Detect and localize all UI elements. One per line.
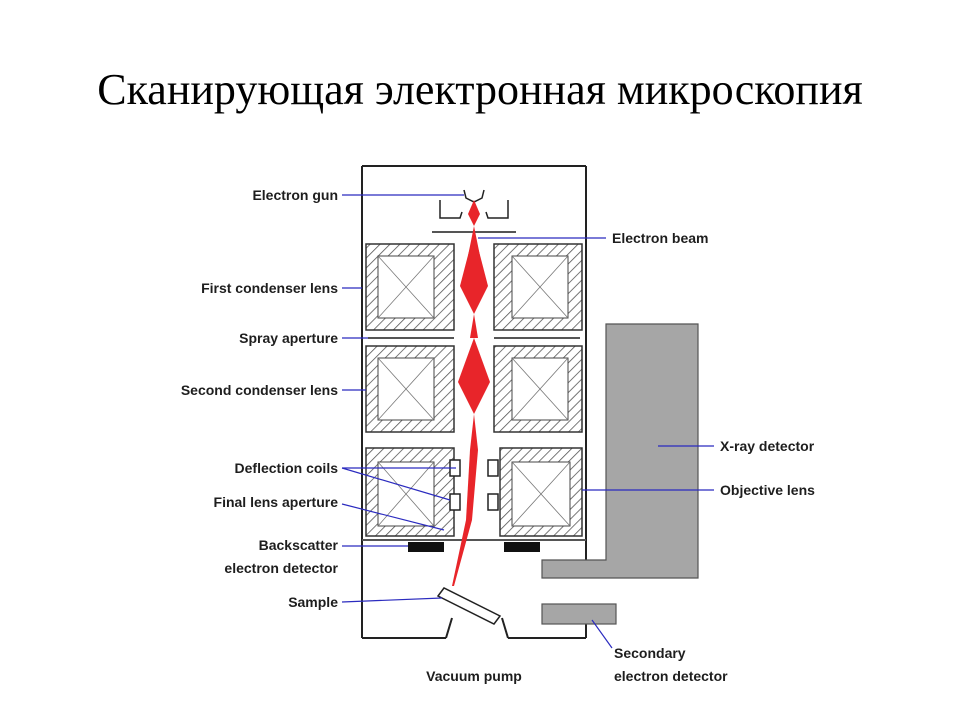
label-electron-beam: Electron beam [612,230,708,246]
label-secondary-line2: electron detector [614,668,728,684]
label-second-condenser-lens: Second condenser lens [181,382,338,398]
label-backscatter-line1: Backscatter [259,537,339,553]
x-ray-detector [541,323,699,579]
sample [436,587,502,625]
label-objective-lens: Objective lens [720,482,815,498]
leader-lines [341,194,714,649]
label-deflection-coils: Deflection coils [235,460,339,476]
slide-title: Сканирующая электронная микроскопия [97,65,863,114]
label-x-ray-detector: X-ray detector [720,438,815,454]
secondary-electron-detector [541,603,617,625]
microscope-column [361,165,587,639]
label-sample: Sample [288,594,338,610]
label-first-condenser-lens: First condenser lens [201,280,338,296]
objective-lens [362,447,586,541]
label-spray-aperture: Spray aperture [239,330,338,346]
label-final-lens-aperture: Final lens aperture [214,494,339,510]
label-electron-gun: Electron gun [252,187,338,203]
label-vacuum-pump: Vacuum pump [426,668,522,684]
first-condenser-lens [365,243,583,331]
second-condenser-lens [365,345,583,433]
label-secondary-line1: Secondary [614,645,686,661]
label-backscatter-line2: electron detector [224,560,338,576]
backscatter-electron-detector [408,542,540,552]
electron-beam [452,200,490,586]
